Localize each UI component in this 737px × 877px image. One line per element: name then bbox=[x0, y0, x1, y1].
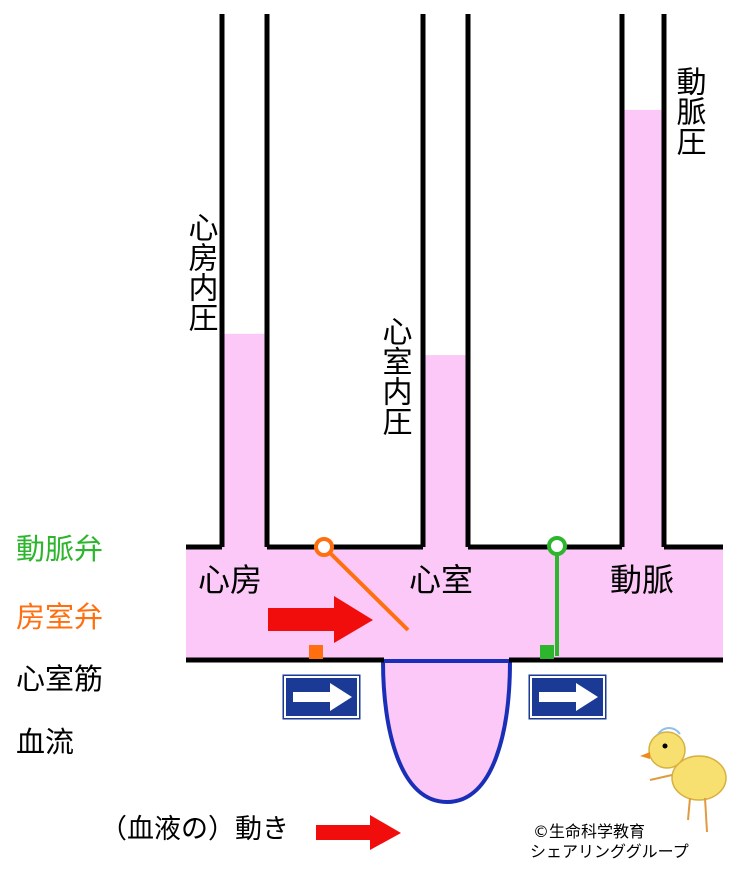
legend-blood-motion: （血液の）動き bbox=[100, 814, 289, 845]
arterial-valve-seat-marker bbox=[540, 645, 554, 659]
chick-mascot-icon bbox=[640, 727, 727, 833]
tube-walls bbox=[186, 14, 723, 663]
artery-label: 動脈 bbox=[610, 561, 674, 599]
credit-line-1: ©生命科学教育 bbox=[533, 822, 646, 841]
arterial-pressure-label: 動脈圧 bbox=[671, 66, 707, 156]
arterial-column-fill bbox=[622, 109, 664, 548]
blood-flow-sign-left bbox=[279, 671, 364, 723]
av-valve-seat-marker bbox=[309, 645, 323, 659]
ventricle-bulge bbox=[380, 659, 513, 805]
ventricle-label: 心室 bbox=[409, 561, 473, 599]
atrium-label: 心房 bbox=[198, 561, 262, 599]
blood-motion-arrow bbox=[268, 596, 373, 643]
ventricular-pressure-label: 心室内圧 bbox=[377, 316, 412, 436]
atrial-column-fill bbox=[222, 333, 267, 547]
credit-line-2: シェアリンググループ bbox=[530, 842, 689, 861]
av-valve bbox=[314, 537, 410, 632]
blood-fill-main bbox=[186, 547, 723, 660]
legend-ventricular-muscle: 心室筋 bbox=[16, 662, 104, 696]
legend-blood-flow: 血流 bbox=[16, 725, 75, 759]
arterial-valve bbox=[547, 536, 567, 656]
ventricular-column-fill bbox=[423, 355, 468, 547]
legend-motion-arrow bbox=[316, 815, 401, 850]
blood-flow-sign-right bbox=[525, 671, 610, 723]
atrial-pressure-label: 心房内圧 bbox=[183, 212, 219, 332]
legend-arterial-valve: 動脈弁 bbox=[16, 532, 104, 566]
legend-av-valve: 房室弁 bbox=[16, 600, 104, 634]
